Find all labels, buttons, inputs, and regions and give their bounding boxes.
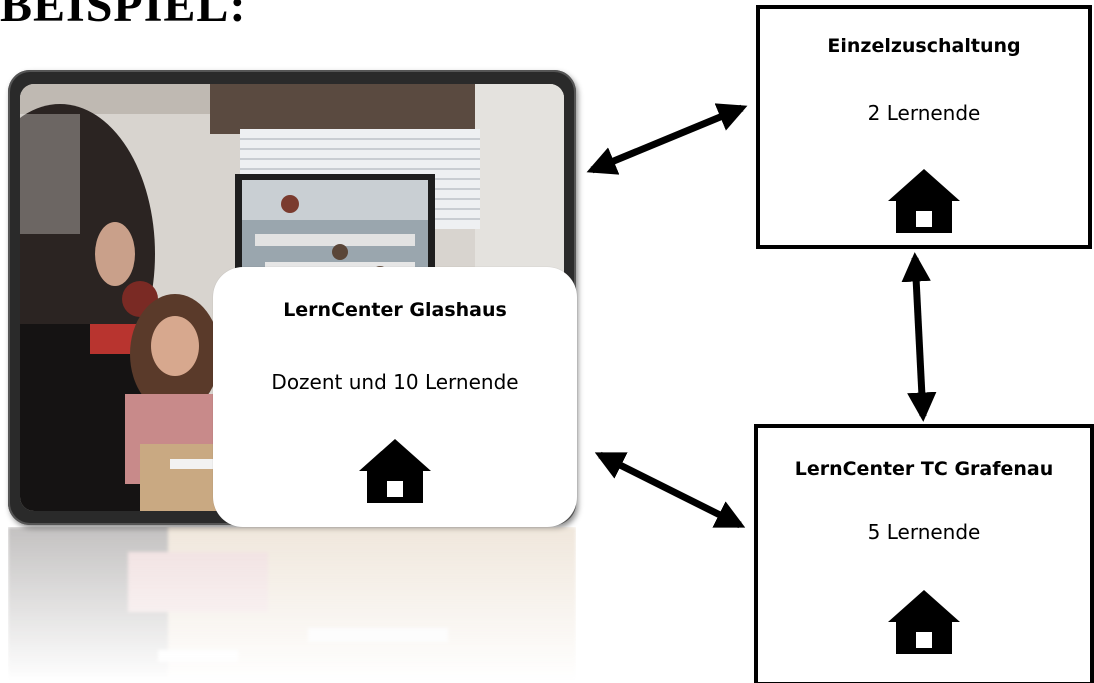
house-icon — [888, 169, 960, 233]
node-title: LernCenter Glashaus — [283, 299, 507, 321]
arrow-glashaus-einzel — [586, 103, 748, 175]
photo-reflection — [8, 527, 576, 682]
arrow-einzel-grafenau — [901, 252, 937, 422]
house-icon — [359, 439, 431, 503]
node-lerncenter-glashaus: LernCenter Glashaus Dozent und 10 Lernen… — [213, 267, 577, 527]
node-title: LernCenter TC Grafenau — [794, 458, 1054, 480]
photo-reflection-illustration — [8, 527, 576, 682]
node-einzelzuschaltung: Einzelzuschaltung 2 Lernende — [756, 5, 1092, 249]
node-lerncenter-tc-grafenau: LernCenter TC Grafenau 5 Lernende — [754, 424, 1094, 683]
node-subtitle: 2 Lernende — [867, 101, 981, 125]
node-subtitle: 5 Lernende — [867, 520, 981, 544]
arrow-glashaus-grafenau — [594, 451, 746, 529]
house-icon — [888, 590, 960, 654]
page-heading: BEISPIEL: — [0, 0, 247, 32]
node-subtitle: Dozent und 10 Lernende — [271, 370, 519, 394]
node-title: Einzelzuschaltung — [827, 35, 1021, 57]
